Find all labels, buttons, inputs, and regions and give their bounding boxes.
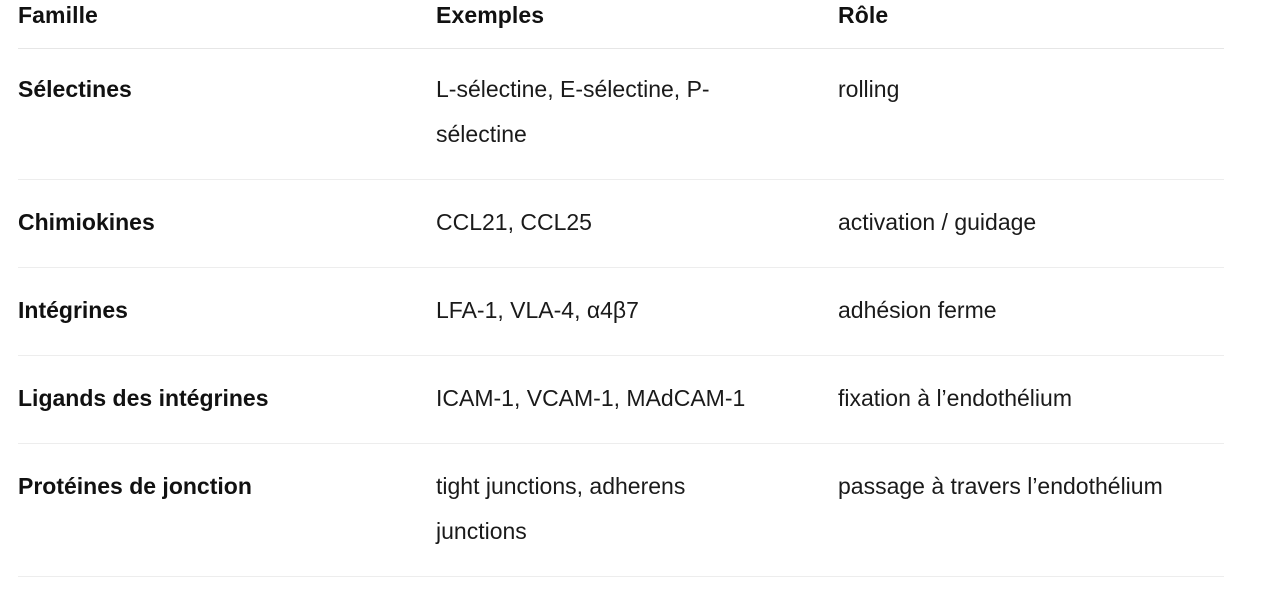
table-row: Intégrines LFA-1, VLA-4, α4β7 adhésion f…	[18, 268, 1224, 356]
column-header-exemples: Exemples	[436, 2, 545, 28]
adhesion-molecules-table: Famille Exemples Rôle Sélectines L-sélec…	[18, 0, 1224, 577]
cell-famille: Sélectines	[18, 76, 132, 102]
column-header-role: Rôle	[838, 2, 889, 28]
cell-exemples: tight junctions, adherens junctions	[436, 473, 686, 544]
table-row: Protéines de jonction tight junctions, a…	[18, 444, 1224, 577]
cell-role: fixation à l’endothélium	[838, 385, 1072, 411]
cell-exemples: L-sélectine, E-sélectine, P-sélectine	[436, 76, 710, 147]
cell-exemples: ICAM-1, VCAM-1, MAdCAM-1	[436, 385, 746, 411]
cell-famille: Ligands des intégrines	[18, 385, 269, 411]
table-body: Sélectines L-sélectine, E-sélectine, P-s…	[18, 49, 1224, 577]
cell-role: activation / guidage	[838, 209, 1037, 235]
cell-exemples: CCL21, CCL25	[436, 209, 592, 235]
cell-role: passage à travers l’endothélium	[838, 473, 1163, 499]
table-header: Famille Exemples Rôle	[18, 0, 1224, 49]
cell-role: rolling	[838, 76, 900, 102]
table-container: Famille Exemples Rôle Sélectines L-sélec…	[18, 0, 1224, 577]
table-row: Chimiokines CCL21, CCL25 activation / gu…	[18, 180, 1224, 268]
table-header-row: Famille Exemples Rôle	[18, 0, 1224, 49]
table-row: Sélectines L-sélectine, E-sélectine, P-s…	[18, 49, 1224, 180]
cell-exemples: LFA-1, VLA-4, α4β7	[436, 297, 639, 323]
cell-famille: Intégrines	[18, 297, 128, 323]
cell-role: adhésion ferme	[838, 297, 997, 323]
column-header-famille: Famille	[18, 2, 98, 28]
table-row: Ligands des intégrines ICAM-1, VCAM-1, M…	[18, 356, 1224, 444]
cell-famille: Chimiokines	[18, 209, 155, 235]
cell-famille: Protéines de jonction	[18, 473, 252, 499]
